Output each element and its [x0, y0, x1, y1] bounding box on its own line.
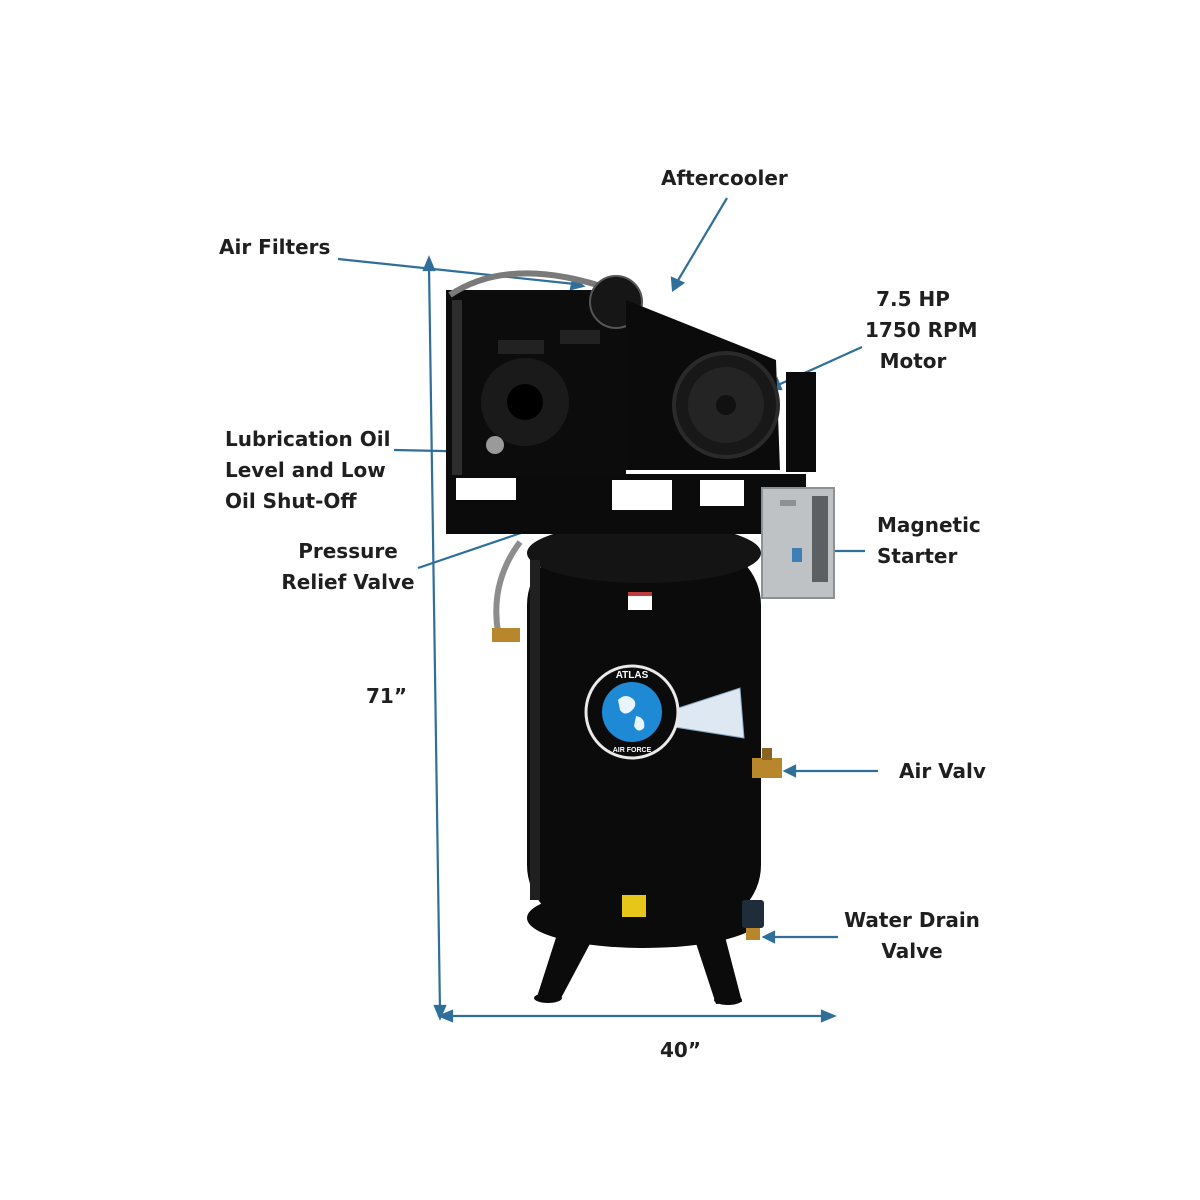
- label-aftercooler: Aftercooler: [661, 166, 788, 190]
- label-lubrication: Lubrication Oil Level and Low Oil Shut-O…: [225, 427, 391, 513]
- label-air-filters: Air Filters: [219, 235, 331, 259]
- label-pressure-relief: Pressure Relief Valve: [281, 539, 415, 594]
- pump-assembly: [446, 270, 643, 476]
- air-valve-fitting: [752, 748, 782, 778]
- air-line: [493, 540, 523, 633]
- atlas-badge: ATLAS AIR FORCE: [584, 664, 745, 760]
- flag-sticker: [628, 592, 652, 610]
- magnetic-starter-box: [761, 487, 835, 599]
- label-water-drain: Water Drain Valve: [844, 908, 980, 963]
- label-motor: 7.5 HP 1750 RPM Motor: [865, 287, 978, 373]
- dimension-width: 40”: [660, 1038, 701, 1062]
- base-sticker-right: [700, 480, 744, 506]
- dimension-height: 71”: [366, 684, 407, 708]
- base-sticker-center: [612, 480, 672, 510]
- motor: [672, 351, 780, 459]
- badge-bottom-text: AIR FORCE: [613, 747, 652, 754]
- check-valve: [492, 628, 520, 642]
- label-magnetic-starter: Magnetic Starter: [877, 513, 981, 568]
- base-sticker-left: [456, 478, 516, 500]
- drain-valve-fitting: [742, 900, 764, 940]
- label-air-valve: Air Valv: [899, 759, 986, 783]
- badge-top-text: ATLAS: [616, 670, 649, 681]
- warning-label: [622, 895, 646, 917]
